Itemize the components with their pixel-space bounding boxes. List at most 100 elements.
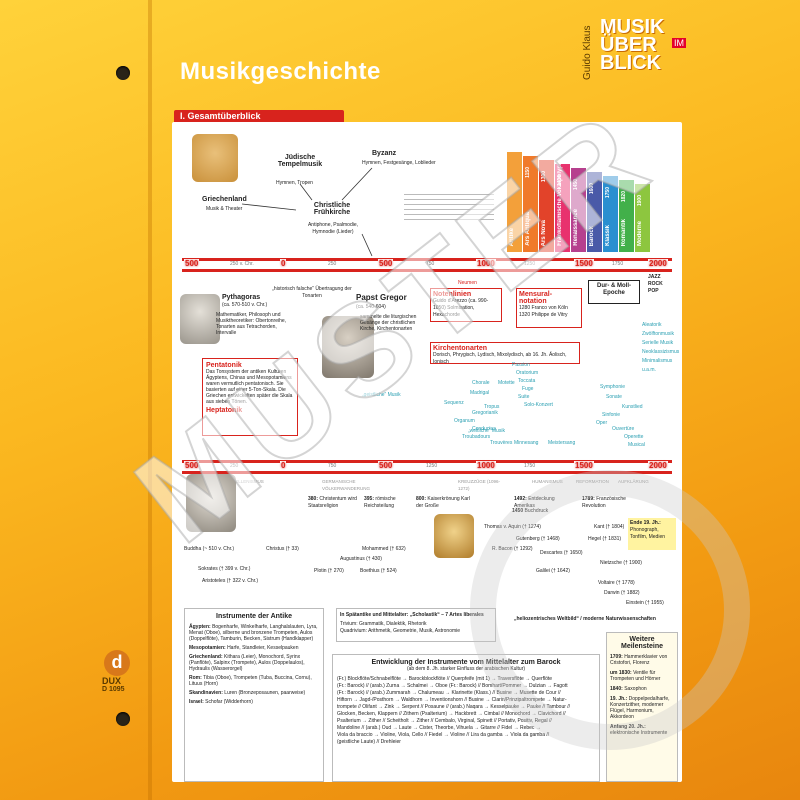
instrument-entry: Rom: Tibia (Oboe), Trompeten (Tuba, Bucc…	[189, 675, 312, 687]
timeline-tick: 500	[378, 259, 394, 268]
genre-label: Chorale	[472, 380, 490, 386]
genre-label: Trouvères	[490, 440, 513, 446]
connection-arrows	[241, 167, 373, 257]
person-label: Einstein († 1955)	[626, 600, 664, 606]
publisher-logo: d DUX D 1095	[102, 650, 138, 693]
page-title: Musikgeschichte	[180, 58, 381, 85]
instrument-development-line: trompete // Olifant → Zink → Serpent // …	[337, 704, 571, 710]
christian-sub: Antiphone, Psalmodie, Hymnodie (Lieder)	[307, 222, 359, 235]
section-tab: I. Gesamtüberblick	[174, 110, 344, 124]
instrument-entry: Ägypten: Bogenharfe, Winkelharfe, Langha…	[189, 624, 318, 642]
jewish-title: Jüdische Tempelmusik	[277, 154, 323, 168]
person-label: Boethius († 524)	[360, 568, 397, 574]
punch-hole	[116, 66, 130, 80]
genre-label: Musical	[628, 442, 645, 448]
milestone-entry: Anfang 20. Jh.: elektronische Instrument…	[610, 724, 668, 736]
genre-label: Tropus	[484, 404, 500, 410]
greek-sub: Musik & Theater	[206, 206, 243, 212]
person-label: Nietzsche († 1900)	[600, 560, 642, 566]
historisch-note: „historisch falsche“ Übertragung der Ton…	[272, 286, 352, 299]
pythagoras-desc: Mathematiker, Philosoph und Musiktheoret…	[216, 312, 287, 336]
dur-moll-box: Dur- & Moll-Epoche	[588, 280, 640, 304]
timeline-top	[182, 258, 672, 272]
genre-label: Minnesang	[514, 440, 539, 446]
timeline-minor-tick: 1750	[524, 463, 536, 469]
timeline-tick: 0	[280, 259, 287, 268]
genre-label: Meistersang	[548, 440, 576, 446]
instrument-entry: Israel: Schofar (Widderhorn)	[189, 699, 253, 705]
genre-label: Ouvertüre	[612, 426, 635, 432]
genre-label: Organum	[454, 418, 475, 424]
instrument-development-line: (geistliche Laute) // Drehleier	[337, 739, 401, 745]
gregor-statue	[322, 316, 374, 378]
genre-label: Sinfonie	[602, 412, 621, 418]
genre-label: Oper	[596, 420, 608, 426]
person-label: Plotin († 270)	[314, 568, 344, 574]
rock-label: ROCK	[648, 281, 663, 287]
entwicklung-panel: Entwicklung der Instrumente vom Mittelal…	[332, 654, 600, 782]
genre-modern: Serielle Musik	[642, 340, 674, 346]
timeline-bottom	[182, 460, 672, 474]
timeline-minor-tick: 750	[328, 463, 337, 469]
genre-modern: Zwölftonmusik	[642, 331, 674, 337]
timeline-tick: 500	[378, 461, 394, 470]
lyre-player-image	[192, 134, 238, 182]
pythagoras-name: Pythagoras	[222, 294, 261, 301]
meilensteine-panel: Weitere Meilensteine 1709: Hammerklavier…	[606, 632, 678, 782]
era-label: AUFKLÄRUNG	[618, 479, 649, 484]
genre-label: Fuge	[522, 386, 534, 392]
instrument-entry: Griechenland: Kithara (Leier), Monochord…	[189, 654, 305, 672]
publisher-name: DUX	[102, 676, 122, 686]
instrument-entry: Skandinavien: Luren (Bronzeposaunen, paa…	[189, 690, 306, 696]
person-label: Gutenberg († 1468)	[516, 536, 560, 542]
era-label: HUMANISMUS	[532, 479, 563, 484]
timeline-tick: 1000	[476, 259, 496, 268]
publisher-code: D 1095	[102, 686, 125, 693]
punch-hole	[116, 712, 130, 726]
charlemagne-image	[434, 514, 474, 558]
timeline-tick: 1500	[574, 259, 594, 268]
timeline-minor-tick: 1750	[612, 261, 624, 267]
person-label: R. Bacon († 1292)	[492, 546, 533, 552]
genre-label: Toccata	[518, 378, 536, 384]
timeline-minor-tick: 1250	[524, 261, 536, 267]
timeline-minor-tick: 250 v. Chr.	[230, 261, 254, 267]
event-item: 1450 Buchdruck	[512, 508, 549, 514]
era-label: KREUZZÜGE (1096-1272)	[458, 479, 501, 491]
instrument-development-line: Glocken, Becken, Klappern // Zithern (Ps…	[337, 711, 566, 717]
person-label: Descartes († 1650)	[540, 550, 583, 556]
genre-modern: u.a.m.	[642, 367, 656, 373]
neumen-label: Neumen	[458, 280, 477, 286]
genre-modern: Minimalismus	[642, 358, 673, 364]
jewish-sub: Hymnen, Tropen	[276, 180, 313, 186]
genre-label: Passion	[512, 362, 530, 368]
timeline-tick: 2000	[648, 259, 668, 268]
timeline-minor-tick: 1250	[426, 463, 438, 469]
genre-modern: Neoklassizismus	[642, 349, 680, 355]
instrument-entry: Mesopotamien: Harfe, Standleier, Kesselp…	[189, 645, 299, 651]
epoch-bar: Antike	[507, 152, 522, 252]
milestone-entry: 19. Jh.: Doppelpedalharfe, Konzertzither…	[610, 696, 670, 720]
weltliche-label: „weltliche“ Musik	[468, 428, 505, 434]
genre-label: Sequenz	[444, 400, 464, 406]
person-label: Augustinus († 430)	[340, 556, 382, 562]
genre-label: Sonate	[606, 394, 622, 400]
milestone-entry: um 1830: Ventile für Trompeten und Hörne…	[610, 670, 661, 682]
event-item: 800: Kaiserkrönung Karl der Große	[416, 496, 470, 509]
person-label: Thomas v. Aquin († 1274)	[484, 524, 541, 530]
person-label: Christus († 33)	[266, 546, 299, 552]
timeline-minor-tick: 750	[426, 261, 435, 267]
genre-label: Conductus	[472, 426, 496, 432]
gregor-name: Papst Gregor	[356, 293, 407, 302]
person-label: Kant († 1804)	[594, 524, 625, 530]
person-label: Galilei († 1642)	[536, 568, 570, 574]
timeline-tick: 1000	[476, 461, 496, 470]
milestone-entry: 1840: Saxophon	[610, 686, 647, 692]
